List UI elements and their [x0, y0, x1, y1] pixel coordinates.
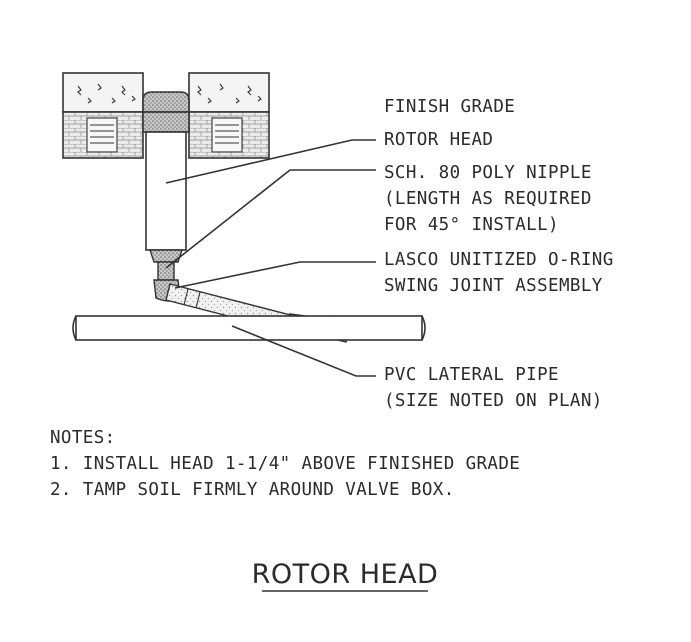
label-nipple-line3: FOR 45° INSTALL)	[384, 215, 559, 235]
label-swing-line1: LASCO UNITIZED O-RING	[384, 250, 614, 270]
note-item-2: 2. TAMP SOIL FIRMLY AROUND VALVE BOX.	[50, 480, 455, 500]
right-soil-block	[188, 72, 270, 159]
notes-heading: NOTES:	[50, 428, 116, 448]
label-swing-line2: SWING JOINT ASSEMBLY	[384, 276, 603, 296]
label-pvc-line2: (SIZE NOTED ON PLAN)	[384, 391, 603, 411]
label-finish-grade: FINISH GRADE	[384, 97, 515, 117]
rotor-head-body	[142, 91, 190, 263]
label-nipple-line1: SCH. 80 POLY NIPPLE	[384, 163, 592, 183]
note-item-1: 1. INSTALL HEAD 1-1/4" ABOVE FINISHED GR…	[50, 454, 520, 474]
left-soil-block	[62, 72, 144, 159]
label-pvc-line1: PVC LATERAL PIPE	[384, 365, 559, 385]
drawing-title: ROTOR HEAD	[252, 559, 439, 592]
title-text: ROTOR HEAD	[252, 559, 439, 590]
label-nipple-line2: (LENGTH AS REQUIRED	[384, 189, 592, 209]
callout-labels: FINISH GRADE ROTOR HEAD SCH. 80 POLY NIP…	[384, 97, 614, 411]
leader-lines	[165, 139, 376, 377]
label-rotor-head: ROTOR HEAD	[384, 130, 493, 150]
pvc-lateral-pipe	[72, 315, 426, 341]
notes-block: NOTES: 1. INSTALL HEAD 1-1/4" ABOVE FINI…	[50, 428, 520, 500]
